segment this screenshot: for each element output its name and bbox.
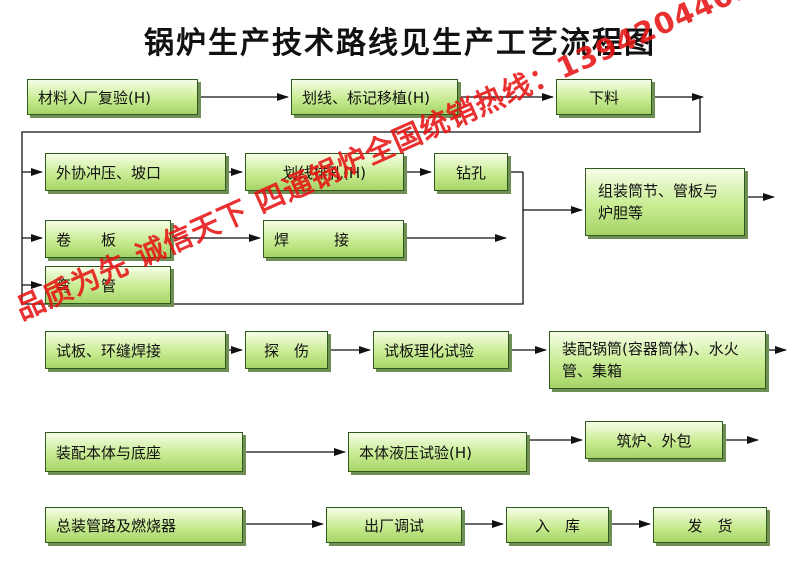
box-assemble-boiler-drum: 装配锅筒(容器筒体)、水火管、集箱 [549, 331, 766, 389]
box-test-plate-weld: 试板、环缝焊接 [45, 331, 226, 369]
box-outsourced-press: 外协冲压、坡口 [45, 153, 226, 191]
box-blanking: 下料 [556, 79, 652, 115]
box-bending: 弯 管 [45, 266, 171, 304]
box-hydro-test: 本体液压试验(H) [348, 432, 527, 472]
box-flaw-detection: 探 伤 [245, 331, 328, 369]
diagram-title: 锅炉生产技术路线见生产工艺流程图 [144, 26, 656, 61]
box-drilling: 钻孔 [434, 153, 508, 191]
box-warehousing: 入 库 [506, 507, 609, 543]
box-assemble-drum: 组装筒节、管板与炉胆等 [585, 168, 745, 236]
box-assemble-body: 装配本体与底座 [45, 432, 243, 472]
box-marking-transfer: 划线、标记移植(H) [291, 79, 458, 115]
box-masonry: 筑炉、外包 [585, 421, 723, 459]
box-material-inspection: 材料入厂复验(H) [27, 79, 198, 115]
line-feed-loop [21, 97, 701, 305]
box-final-assembly: 总装管路及燃烧器 [45, 507, 243, 543]
box-rolling: 卷 板 [45, 220, 171, 258]
box-marking-holes: 划线排孔(H) [245, 153, 404, 191]
box-test-plate-test: 试板理化试验 [373, 331, 509, 369]
box-commissioning: 出厂调试 [326, 507, 462, 543]
box-delivery: 发 货 [653, 507, 767, 543]
box-welding: 焊 接 [263, 220, 404, 258]
